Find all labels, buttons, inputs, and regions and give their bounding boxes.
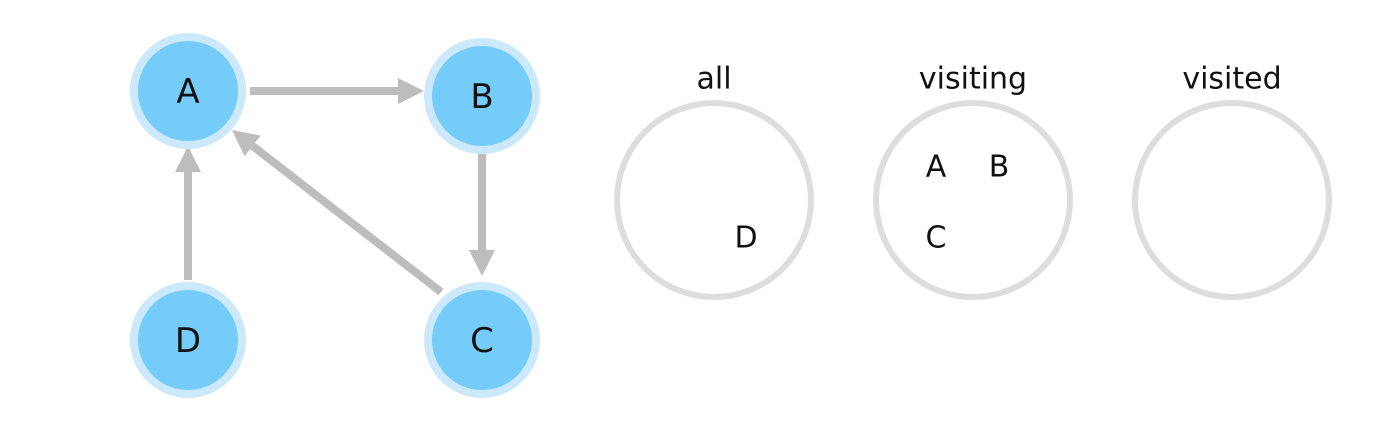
set-circle <box>1132 100 1332 300</box>
set-circle <box>873 100 1073 300</box>
set-title: visited <box>1182 62 1281 97</box>
graph-node-c: C <box>424 282 540 398</box>
set-visited: visited <box>1132 62 1332 300</box>
node-disc <box>432 46 532 146</box>
set-member-d: D <box>734 221 757 256</box>
arrowhead-d-to-a <box>175 146 201 172</box>
set-title: visiting <box>919 62 1027 97</box>
arrowhead-b-to-c <box>469 250 495 276</box>
arrowhead-a-to-b <box>398 78 424 104</box>
node-disc <box>432 290 532 390</box>
set-member-b: B <box>989 150 1010 185</box>
set-member-c: C <box>926 221 947 256</box>
graph-node-b: B <box>424 38 540 154</box>
arrowhead-c-to-a <box>232 130 261 157</box>
set-member-a: A <box>926 150 947 185</box>
node-label: A <box>176 72 199 112</box>
set-circle <box>614 100 814 300</box>
set-title: all <box>696 62 731 97</box>
node-disc <box>138 41 238 141</box>
graph-edges <box>175 78 495 296</box>
edge-c-to-a <box>250 142 444 296</box>
graph-nodes: A B C D <box>130 33 540 398</box>
node-label: D <box>175 321 201 361</box>
graph-node-a: A <box>130 33 246 149</box>
node-label: B <box>470 77 493 117</box>
node-label: C <box>470 321 494 361</box>
node-disc <box>138 290 238 390</box>
graph-node-d: D <box>130 282 246 398</box>
